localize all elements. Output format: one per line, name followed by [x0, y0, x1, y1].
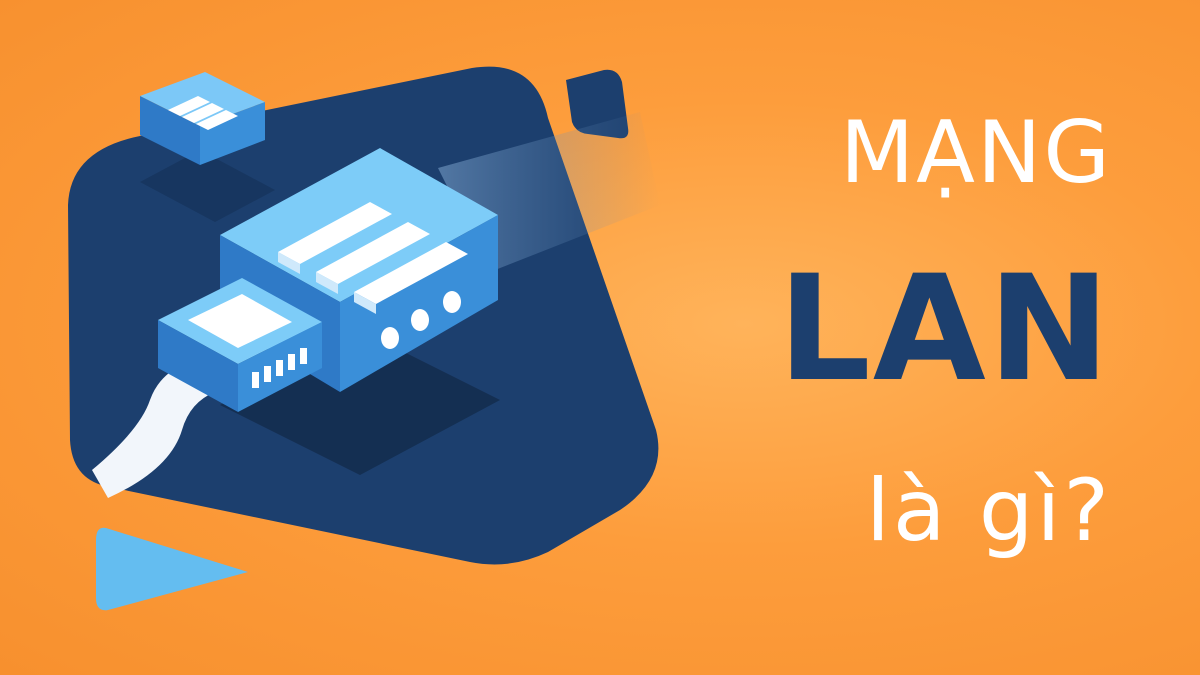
- small-switch-icon: [140, 72, 275, 222]
- ethernet-cable: [92, 362, 215, 498]
- title-line-mang: MẠNG: [839, 103, 1112, 203]
- title-line-question: là gì?: [865, 461, 1112, 561]
- light-blue-triangle-shape: [96, 527, 248, 611]
- switch-shadow: [220, 330, 500, 475]
- ethernet-plug-icon: [158, 278, 322, 412]
- title-line-lan: LAN: [777, 244, 1112, 414]
